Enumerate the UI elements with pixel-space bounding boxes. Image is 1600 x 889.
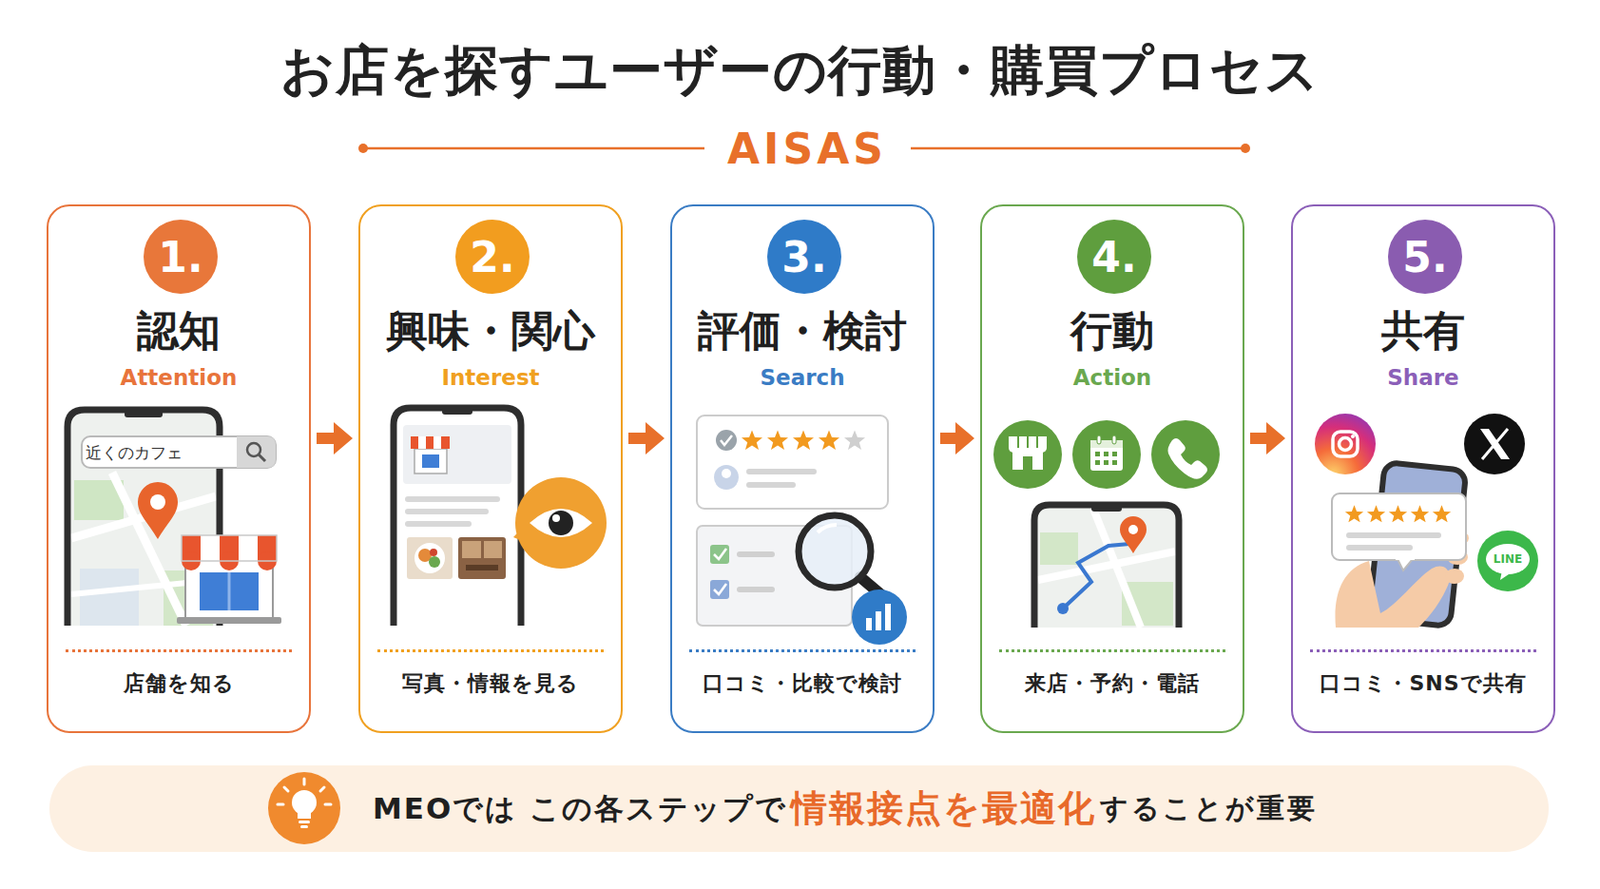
step-summary: 口コミ・比較で検討 <box>672 669 933 698</box>
step-english: Share <box>1292 364 1554 391</box>
step-number-text: 4. <box>1091 232 1137 282</box>
step-number-text: 3. <box>781 232 827 282</box>
step-heading: 興味・関心 <box>360 307 621 355</box>
step-card: 認知 Attention 店舗を知る 1. <box>46 204 311 733</box>
step-number: 3. <box>767 219 842 294</box>
step-english: Attention <box>48 364 309 391</box>
subtitle-rule-part <box>1240 143 1251 154</box>
step-number-text: 2. <box>469 232 515 282</box>
step-card: 興味・関心 Interest 写真・情報を見る 2. <box>358 204 623 733</box>
flow-arrow <box>628 422 665 455</box>
step-summary: 来店・予約・電話 <box>982 669 1243 698</box>
step-heading: 行動 <box>982 307 1243 355</box>
brand-text: LINE <box>1493 552 1523 566</box>
subtitle-rule-part <box>358 143 368 154</box>
subtitle-rule-part <box>363 147 705 151</box>
step-card: 共有 Share 口コミ・SNSで共有 5. <box>1291 204 1556 733</box>
step-card: 評価・検討 Search 口コミ・比較で検討 3. <box>670 204 935 733</box>
search-text: 近くのカフェ <box>85 442 183 464</box>
dotted-divider <box>65 649 292 653</box>
flow-arrow <box>940 422 975 455</box>
subtitle-rule-part <box>910 147 1246 151</box>
step-number: 4. <box>1077 219 1152 294</box>
flow-arrow <box>1250 422 1286 455</box>
step-number: 1. <box>143 219 218 294</box>
step-english: Interest <box>360 364 621 391</box>
step-english: Action <box>982 364 1243 391</box>
step-number: 5. <box>1387 219 1463 294</box>
step-number-text: 5. <box>1402 232 1447 282</box>
summary-text: MEOでは この各ステップで <box>372 789 788 829</box>
step-number: 2. <box>455 219 530 294</box>
subtitle: AISAS <box>727 124 887 174</box>
step-english: Search <box>672 364 933 391</box>
step-heading: 共有 <box>1292 307 1554 355</box>
step-card: 行動 Action 来店・予約・電話 4. <box>980 204 1245 733</box>
dotted-divider <box>689 649 916 653</box>
step-summary: 写真・情報を見る <box>360 669 621 698</box>
step-heading: 認知 <box>48 307 309 355</box>
flow-arrow <box>316 422 353 455</box>
step-number-text: 1. <box>157 232 203 282</box>
summary-text: することが重要 <box>1099 790 1318 829</box>
step-summary: 口コミ・SNSで共有 <box>1292 669 1554 698</box>
step-summary: 店舗を知る <box>48 669 309 698</box>
highlight-text: 情報接点を最適化 <box>790 784 1097 833</box>
dotted-divider <box>999 649 1226 653</box>
summary-band: MEOでは この各ステップで情報接点を最適化することが重要 <box>49 765 1549 852</box>
step-heading: 評価・検討 <box>672 307 933 355</box>
dotted-divider <box>377 649 604 653</box>
dotted-divider <box>1310 649 1537 653</box>
diagram-title: お店を探すユーザーの行動・購買プロセス <box>280 35 1320 108</box>
